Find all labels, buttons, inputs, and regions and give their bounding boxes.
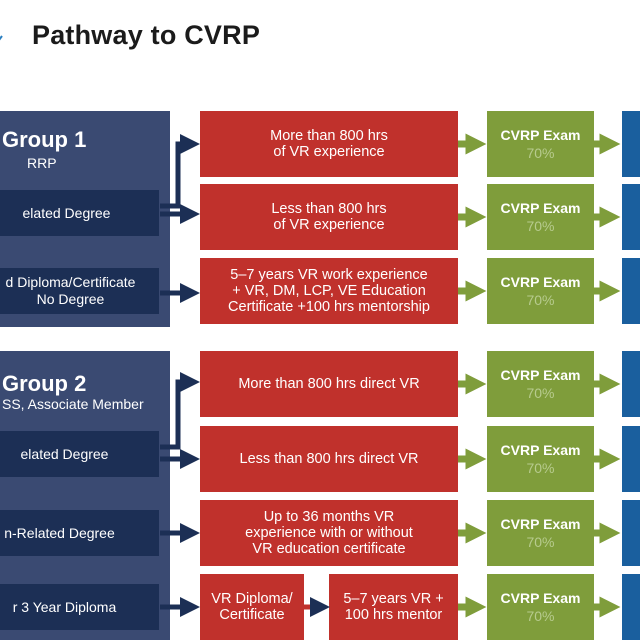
exam-pass-mark: 70% [526,460,555,476]
exam-box: CVRP Exam 70% [487,500,594,566]
outcome-box [622,258,640,324]
exam-label: CVRP Exam [500,516,581,532]
exam-pass-mark: 70% [526,218,555,234]
exam-label: CVRP Exam [500,200,581,216]
exam-label: CVRP Exam [500,442,581,458]
requirement-box: 5–7 years VR work experience + VR, DM, L… [200,258,458,324]
exam-label: CVRP Exam [500,367,581,383]
requirement-box: VR Diploma/ Certificate [200,574,304,640]
outcome-box [622,574,640,640]
outcome-box [622,500,640,566]
requirement-box: Less than 800 hrs of VR experience [200,184,458,250]
group-2-subtitle: SS, Associate Member [2,396,144,412]
exam-pass-mark: 70% [526,385,555,401]
requirement-box: More than 800 hrs of VR experience [200,111,458,177]
requirement-box: More than 800 hrs direct VR [200,351,458,417]
exam-pass-mark: 70% [526,608,555,624]
group-1-title: Group 1 [2,127,87,152]
outcome-box [622,184,640,250]
requirement-box: 5–7 years VR + 100 hrs mentor [329,574,458,640]
group-2-path-2: n-Related Degree [0,510,159,556]
group-1-subtitle: RRP [27,155,57,171]
page-title: Pathway to CVRP [32,20,261,50]
logo-icon [0,35,3,41]
exam-label: CVRP Exam [500,127,581,143]
exam-pass-mark: 70% [526,292,555,308]
exam-box: CVRP Exam 70% [487,111,594,177]
exam-box: CVRP Exam 70% [487,426,594,492]
requirement-box: Up to 36 months VR experience with or wi… [200,500,458,566]
group-1-path-2: d Diploma/Certificate No Degree [0,268,159,314]
group-2-path-3: r 3 Year Diploma [0,584,159,630]
outcome-box [622,426,640,492]
group-1-path-1: elated Degree [0,190,159,236]
exam-pass-mark: 70% [526,534,555,550]
exam-box: CVRP Exam 70% [487,184,594,250]
outcome-box [622,111,640,177]
exam-pass-mark: 70% [526,145,555,161]
requirement-box: Less than 800 hrs direct VR [200,426,458,492]
exam-box: CVRP Exam 70% [487,258,594,324]
group-2-title: Group 2 [2,371,87,396]
exam-box: CVRP Exam 70% [487,351,594,417]
group-2-path-1: elated Degree [0,431,159,477]
outcome-box [622,351,640,417]
exam-box: CVRP Exam 70% [487,574,594,640]
exam-label: CVRP Exam [500,590,581,606]
exam-label: CVRP Exam [500,274,581,290]
